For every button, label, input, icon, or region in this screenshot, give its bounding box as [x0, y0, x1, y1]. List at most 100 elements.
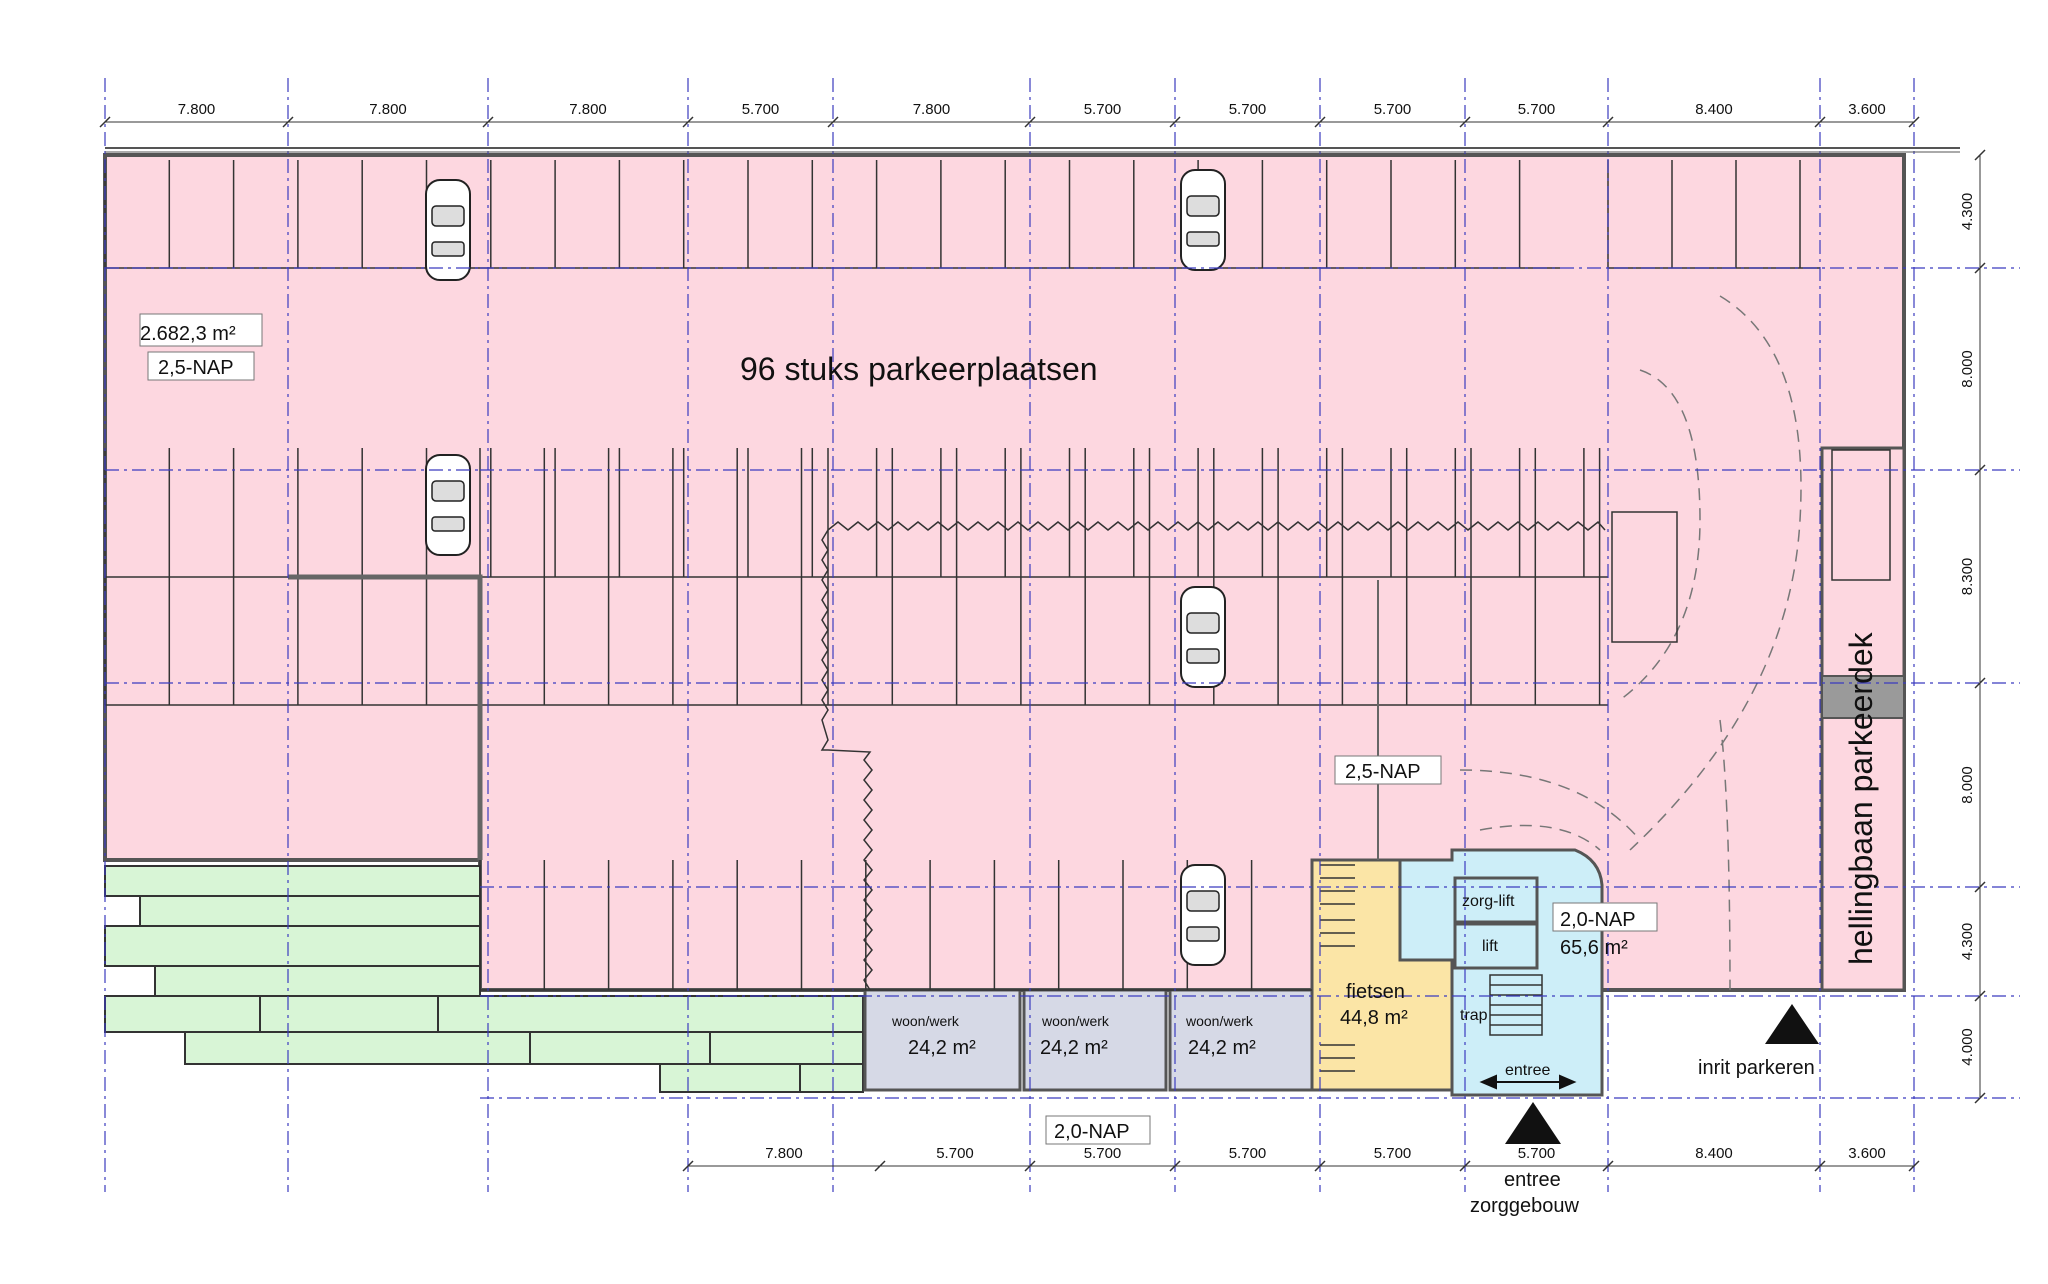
- car-icon: [1180, 586, 1226, 688]
- area-core: 65,6 m²: [1560, 937, 1628, 959]
- car-icons: [425, 169, 1226, 966]
- unit-2-label: woon/werk: [1041, 1013, 1110, 1029]
- entree-label: entree: [1505, 1062, 1550, 1079]
- core-area: [1398, 848, 1604, 1097]
- right-dim-tick: [1974, 677, 1986, 689]
- entree-arrow: [1479, 1074, 1577, 1090]
- unit-1-label: woon/werk: [891, 1013, 960, 1029]
- entree-zorg-line2: zorggebouw: [1470, 1195, 1580, 1217]
- car-icon: [1180, 169, 1226, 271]
- top-dim-label: 3.600: [1848, 101, 1886, 118]
- parking-bays: [104, 160, 1820, 991]
- top-dim-label: 5.700: [1518, 101, 1556, 118]
- parking-title: 96 stuks parkeerplaatsen: [740, 351, 1098, 387]
- car-windshield: [1186, 195, 1220, 217]
- units-block: [863, 988, 1314, 1092]
- technical-room: [1611, 511, 1678, 643]
- ramp-label: hellingbaan parkeerdek: [1843, 631, 1879, 965]
- car-body: [425, 179, 471, 281]
- car-rear-window: [1186, 231, 1220, 247]
- bottom-dim-label: 5.700: [1229, 1145, 1267, 1162]
- inrit-label: inrit parkeren: [1698, 1057, 1815, 1079]
- top-dim-tick: [99, 116, 111, 128]
- right-dim-label: 4.300: [1959, 923, 1976, 961]
- right-dim-label: 8.000: [1959, 766, 1976, 804]
- fietsen-label: fietsen: [1346, 981, 1405, 1003]
- grid-lines: [104, 78, 2020, 1192]
- level-bottom: 2,0-NAP: [1054, 1121, 1130, 1143]
- bottom-dim-label: 7.800: [765, 1145, 803, 1162]
- bottom-dim-label: 3.600: [1848, 1145, 1886, 1162]
- right-dim-tick: [1974, 149, 1986, 161]
- top-dim-tick: [1814, 116, 1826, 128]
- right-dim-tick: [1974, 881, 1986, 893]
- top-dim-label: 7.800: [569, 101, 607, 118]
- right-dim-tick: [1974, 464, 1986, 476]
- right-dim-tick: [1974, 990, 1986, 1002]
- top-dim-tick: [827, 116, 839, 128]
- top-dim-label: 8.400: [1695, 101, 1733, 118]
- bottom-dim-label: 8.400: [1695, 1145, 1733, 1162]
- car-windshield: [1186, 612, 1220, 634]
- zorglift-label: zorg-lift: [1462, 893, 1515, 910]
- car-icon: [1180, 864, 1226, 966]
- car-rear-window: [431, 241, 465, 257]
- top-dim-tick: [1024, 116, 1036, 128]
- car-windshield: [431, 480, 465, 502]
- area-main: 2.682,3 m²: [140, 323, 236, 345]
- unit-2-area: 24,2 m²: [1040, 1037, 1108, 1059]
- zigzag-vertical: [820, 529, 873, 991]
- bottom-dim-tick: [1314, 1160, 1326, 1172]
- top-dim-label: 7.800: [369, 101, 407, 118]
- bottom-dim-label: 5.700: [1084, 1145, 1122, 1162]
- right-dim-label: 8.300: [1959, 558, 1976, 596]
- top-dim-tick: [482, 116, 494, 128]
- bottom-dim-tick: [1908, 1160, 1920, 1172]
- top-dim-tick: [1459, 116, 1471, 128]
- green-terraces: [104, 865, 864, 1093]
- staircase: [1489, 974, 1543, 1036]
- top-dim-tick: [1314, 116, 1326, 128]
- bottom-dim-label: 5.700: [1518, 1145, 1556, 1162]
- bottom-dim-tick: [1602, 1160, 1614, 1172]
- car-windshield: [431, 205, 465, 227]
- right-dim-tick: [1974, 1092, 1986, 1104]
- bottom-dim-tick: [874, 1160, 886, 1172]
- car-icon: [425, 179, 471, 281]
- car-body: [1180, 586, 1226, 688]
- car-rear-window: [431, 516, 465, 532]
- bottom-dim-tick: [1459, 1160, 1471, 1172]
- fietsen-area: 44,8 m²: [1340, 1007, 1408, 1029]
- top-dim-tick: [282, 116, 294, 128]
- car-rear-window: [1186, 926, 1220, 942]
- right-dim-label: 8.000: [1959, 350, 1976, 388]
- level-core: 2,0-NAP: [1560, 909, 1636, 931]
- top-dim-tick: [682, 116, 694, 128]
- bike-racks: [1320, 864, 1355, 1072]
- lift-shaft: [1453, 922, 1539, 970]
- zorglift-shaft: [1453, 876, 1539, 924]
- bottom-dim-label: 5.700: [936, 1145, 974, 1162]
- zigzag-line: [827, 520, 1606, 531]
- unit-3-label: woon/werk: [1185, 1013, 1254, 1029]
- unit-1-area: 24,2 m²: [908, 1037, 976, 1059]
- top-dim-tick: [1169, 116, 1181, 128]
- bottom-dim-tick: [1024, 1160, 1036, 1172]
- right-dim-tick: [1974, 262, 1986, 274]
- top-dim-label: 5.700: [742, 101, 780, 118]
- top-dim-label: 5.700: [1229, 101, 1267, 118]
- trap-label: trap: [1460, 1007, 1488, 1024]
- unit-3-area: 24,2 m²: [1188, 1037, 1256, 1059]
- car-body: [1180, 169, 1226, 271]
- bottom-dim-tick: [1169, 1160, 1181, 1172]
- ramp-zone: [1831, 449, 1891, 581]
- right-dim-label: 4.000: [1959, 1028, 1976, 1066]
- level-center: 2,5-NAP: [1345, 761, 1421, 783]
- bottom-dim-tick: [1814, 1160, 1826, 1172]
- entree-zorg-arrow-icon: [1505, 1102, 1561, 1144]
- bottom-dim-label: 5.700: [1374, 1145, 1412, 1162]
- top-dim-tick: [1908, 116, 1920, 128]
- car-body: [1180, 864, 1226, 966]
